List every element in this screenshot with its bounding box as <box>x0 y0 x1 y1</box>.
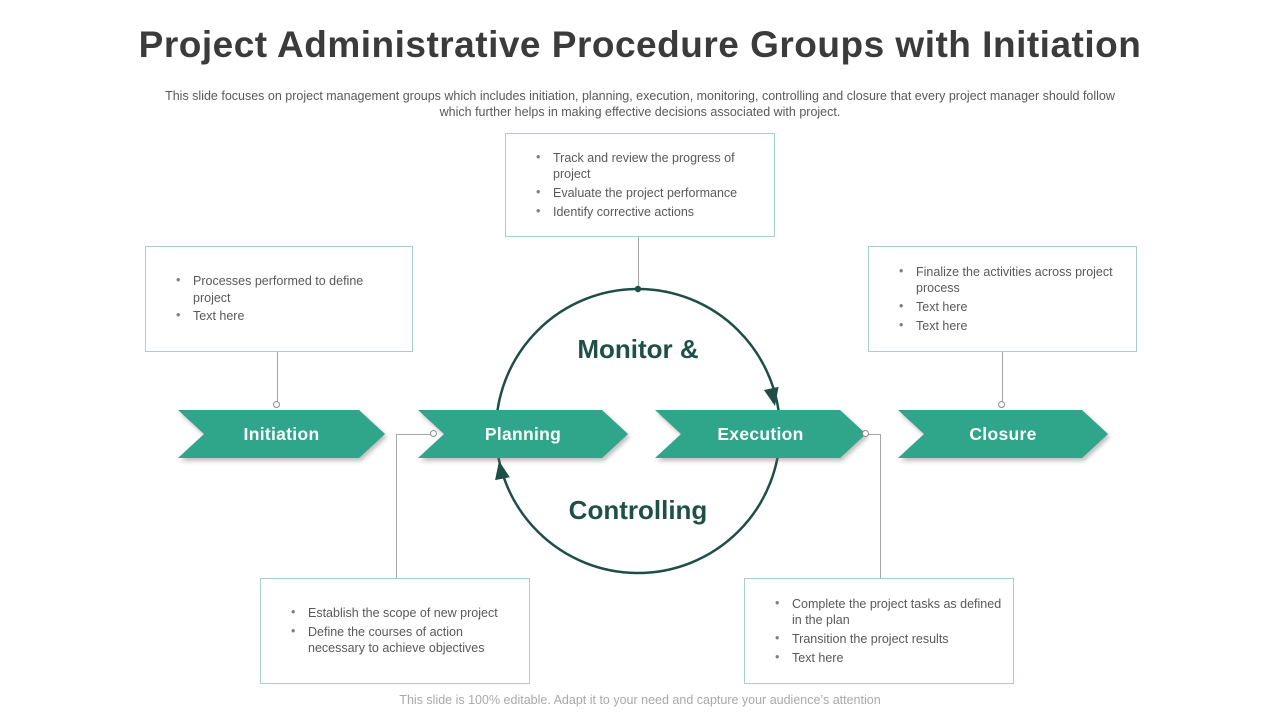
cycle-label-monitor: Monitor & <box>577 334 699 364</box>
page-title: Project Administrative Procedure Groups … <box>138 24 1142 65</box>
bullet-item: Processes performed to define project <box>176 272 404 306</box>
bullet-item: Text here <box>899 298 1128 316</box>
connector-planning-line-vertical <box>396 434 397 578</box>
callout-execution: Complete the project tasks as defined in… <box>744 578 1014 684</box>
connector-node-execution <box>862 430 869 437</box>
chevron-shape: Closure <box>898 410 1108 458</box>
callout-initiation: Processes performed to define project Te… <box>145 246 413 352</box>
connector-monitoring-line <box>638 237 639 287</box>
stage-arrow-execution: Execution <box>655 410 866 458</box>
bullet-item: Complete the project tasks as defined in… <box>775 595 1005 629</box>
stage-label: Execution <box>717 423 804 444</box>
cycle-label-controlling: Controlling <box>568 495 708 525</box>
callout-monitoring: Track and review the progress of project… <box>505 133 775 237</box>
stage-arrow-planning: Planning <box>418 410 628 458</box>
connector-execution-line-vertical <box>880 434 881 578</box>
bullet-item: Track and review the progress of project <box>536 149 766 183</box>
bullet-item: Transition the project results <box>775 630 1005 648</box>
slide-subtitle: This slide focuses on project management… <box>165 89 1115 119</box>
stage-label: Closure <box>969 423 1037 444</box>
connector-node-planning <box>430 430 437 437</box>
callout-execution-list: Complete the project tasks as defined in… <box>745 594 1013 669</box>
callout-planning-list: Establish the scope of new project Defin… <box>261 603 529 659</box>
connector-node-closure <box>998 401 1005 408</box>
connector-execution-line-horizontal <box>866 434 880 435</box>
connector-node-initiation <box>273 401 280 408</box>
connector-planning-line-horizontal <box>396 434 432 435</box>
callout-closure: Finalize the activities across project p… <box>868 246 1137 352</box>
bullet-item: Identify corrective actions <box>536 203 766 221</box>
callout-closure-list: Finalize the activities across project p… <box>869 262 1136 337</box>
chevron-shape: Execution <box>655 410 866 458</box>
stage-arrow-closure: Closure <box>898 410 1108 458</box>
bullet-item: Text here <box>176 307 404 325</box>
bullet-item: Finalize the activities across project p… <box>899 263 1128 297</box>
cycle-arrowhead-to-planning-icon <box>495 461 510 481</box>
bullet-item: Text here <box>775 649 1005 667</box>
chevron-shape: Planning <box>418 410 628 458</box>
callout-monitoring-list: Track and review the progress of project… <box>506 148 774 223</box>
bullet-item: Define the courses of action necessary t… <box>291 623 521 657</box>
cycle-arrowhead-to-execution-icon <box>763 386 779 406</box>
stage-label: Planning <box>484 423 562 444</box>
chevron-shape: Initiation <box>178 410 385 458</box>
bullet-item: Text here <box>899 317 1128 335</box>
callout-initiation-list: Processes performed to define project Te… <box>146 271 412 327</box>
bullet-item: Establish the scope of new project <box>291 604 521 622</box>
slide-footer-note: This slide is 100% editable. Adapt it to… <box>399 693 881 707</box>
callout-planning: Establish the scope of new project Defin… <box>260 578 530 684</box>
connector-initiation-line <box>277 352 278 404</box>
bullet-item: Evaluate the project performance <box>536 184 766 202</box>
stage-arrow-initiation: Initiation <box>178 410 385 458</box>
stage-label: Initiation <box>243 423 320 444</box>
connector-closure-line <box>1002 352 1003 404</box>
